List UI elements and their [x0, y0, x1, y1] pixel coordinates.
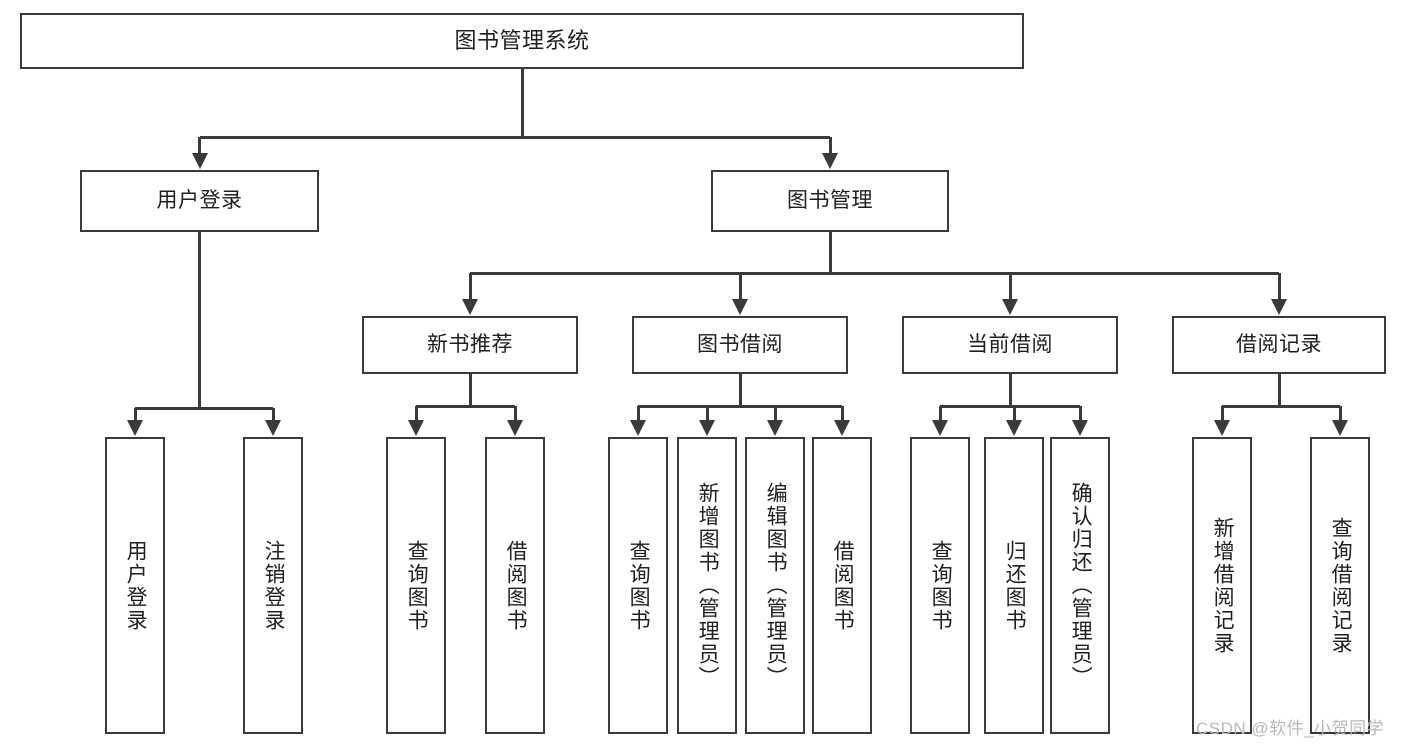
arrow-to-leaf-add-book	[699, 420, 715, 436]
arrow-to-leaf-query-book-cur	[932, 420, 948, 436]
node-leaf-add-record[interactable]: 新增借阅记录	[1192, 437, 1252, 734]
book-borrow-label: 图书借阅	[697, 332, 783, 356]
node-book-borrow[interactable]: 图书借阅	[632, 316, 848, 374]
leaf-borrow-book-bor-label: 借阅图书	[831, 539, 855, 632]
edge-to-leaf-user-login	[133, 408, 137, 421]
edge-to-book-admin	[828, 137, 832, 154]
node-leaf-user-login[interactable]: 用户登录	[105, 437, 165, 734]
leaf-add-record-label: 新增借阅记录	[1211, 516, 1235, 655]
arrow-to-leaf-query-book-rec	[408, 420, 424, 436]
edge-book-borrow-stem	[738, 374, 742, 406]
arrow-to-leaf-edit-book	[767, 420, 783, 436]
node-root[interactable]: 图书管理系统	[20, 13, 1024, 69]
node-user-login[interactable]: 用户登录	[80, 170, 319, 232]
user-login-label: 用户登录	[156, 188, 243, 212]
arrow-to-new-book-rec	[462, 299, 478, 315]
root-label: 图书管理系统	[454, 28, 590, 54]
current-borrow-label: 当前借阅	[967, 332, 1053, 356]
edge-to-leaf-confirm-return	[1078, 406, 1082, 421]
node-leaf-borrow-book-rec[interactable]: 借阅图书	[485, 437, 545, 734]
arrow-to-book-borrow	[732, 299, 748, 315]
edge-current-borrow-bus	[940, 404, 1080, 408]
leaf-borrow-book-rec-label: 借阅图书	[504, 539, 528, 632]
node-leaf-edit-book[interactable]: 编辑图书（管理员）	[745, 437, 805, 734]
edge-user-login-stem	[198, 232, 201, 408]
csdn-watermark: CSDN @软件_小贺同学	[1196, 719, 1385, 738]
edge-to-leaf-logout	[271, 408, 275, 421]
edge-to-leaf-borrow-book-rec	[513, 406, 517, 421]
arrow-to-user-login	[191, 153, 208, 169]
edge-root-bus	[199, 135, 830, 139]
edge-to-leaf-query-book-cur	[938, 406, 942, 421]
edge-user-login-bus	[135, 406, 273, 410]
arrow-to-leaf-logout	[265, 420, 281, 436]
arrow-to-leaf-query-record	[1332, 420, 1348, 436]
node-leaf-add-book[interactable]: 新增图书（管理员）	[677, 437, 737, 734]
new-book-rec-label: 新书推荐	[427, 332, 513, 356]
node-leaf-query-book-cur[interactable]: 查询图书	[910, 437, 970, 734]
arrow-to-leaf-borrow-book-bor	[834, 420, 850, 436]
edge-to-book-borrow	[738, 273, 742, 300]
edge-to-current-borrow	[1008, 273, 1012, 300]
node-leaf-query-record[interactable]: 查询借阅记录	[1310, 437, 1370, 734]
node-leaf-query-book-bor[interactable]: 查询图书	[608, 437, 668, 734]
edge-to-leaf-query-book-bor	[636, 406, 640, 421]
edge-to-borrow-record	[1277, 273, 1281, 300]
node-borrow-record[interactable]: 借阅记录	[1172, 316, 1386, 374]
node-leaf-confirm-return[interactable]: 确认归还（管理员）	[1050, 437, 1110, 734]
node-book-admin[interactable]: 图书管理	[711, 170, 949, 232]
arrow-to-leaf-return-book	[1006, 420, 1022, 436]
leaf-confirm-return-label: 确认归还（管理员）	[1069, 482, 1093, 689]
arrow-to-leaf-confirm-return	[1072, 420, 1088, 436]
book-admin-label: 图书管理	[787, 188, 873, 212]
edge-book-admin-bus	[470, 271, 1279, 275]
leaf-edit-book-label: 编辑图书（管理员）	[764, 482, 788, 689]
edge-root-stem	[520, 69, 524, 137]
leaf-query-book-cur-label: 查询图书	[929, 539, 953, 632]
edge-to-user-login	[198, 137, 201, 154]
edge-new-book-rec-stem	[468, 374, 472, 406]
edge-new-book-rec-bus	[416, 404, 515, 408]
arrow-to-leaf-borrow-book-rec	[507, 420, 523, 436]
arrow-to-leaf-add-record	[1214, 420, 1230, 436]
leaf-logout-label: 注销登录	[262, 539, 286, 632]
arrow-to-leaf-user-login	[127, 420, 143, 436]
node-leaf-borrow-book-bor[interactable]: 借阅图书	[812, 437, 872, 734]
edge-to-leaf-add-record	[1220, 406, 1224, 421]
leaf-query-record-label: 查询借阅记录	[1329, 516, 1353, 655]
arrow-to-borrow-record	[1271, 299, 1287, 315]
edge-current-borrow-stem	[1008, 374, 1012, 406]
node-leaf-query-book-rec[interactable]: 查询图书	[386, 437, 446, 734]
edge-book-borrow-bus	[638, 404, 842, 408]
arrow-to-book-admin	[822, 153, 838, 169]
edge-to-leaf-query-record	[1338, 406, 1342, 421]
edge-to-leaf-add-book	[705, 406, 709, 421]
borrow-record-label: 借阅记录	[1236, 332, 1322, 356]
edge-borrow-record-bus	[1222, 404, 1340, 408]
node-current-borrow[interactable]: 当前借阅	[902, 316, 1118, 374]
edge-to-leaf-borrow-book-bor	[840, 406, 844, 421]
node-new-book-rec[interactable]: 新书推荐	[362, 316, 578, 374]
arrow-to-current-borrow	[1002, 299, 1018, 315]
leaf-query-book-bor-label: 查询图书	[627, 539, 651, 632]
node-leaf-logout[interactable]: 注销登录	[243, 437, 303, 734]
leaf-user-login-label: 用户登录	[124, 539, 148, 632]
leaf-query-book-rec-label: 查询图书	[405, 539, 429, 632]
edge-to-leaf-query-book-rec	[414, 406, 418, 421]
edge-book-admin-stem	[828, 232, 832, 273]
arrow-to-leaf-query-book-bor	[630, 420, 646, 436]
edge-to-leaf-edit-book	[773, 406, 777, 421]
edge-to-new-book-rec	[468, 273, 472, 300]
edge-to-leaf-return-book	[1012, 406, 1016, 421]
leaf-add-book-label: 新增图书（管理员）	[696, 482, 720, 689]
node-leaf-return-book[interactable]: 归还图书	[984, 437, 1044, 734]
edge-borrow-record-stem	[1277, 374, 1281, 406]
leaf-return-book-label: 归还图书	[1003, 539, 1027, 632]
